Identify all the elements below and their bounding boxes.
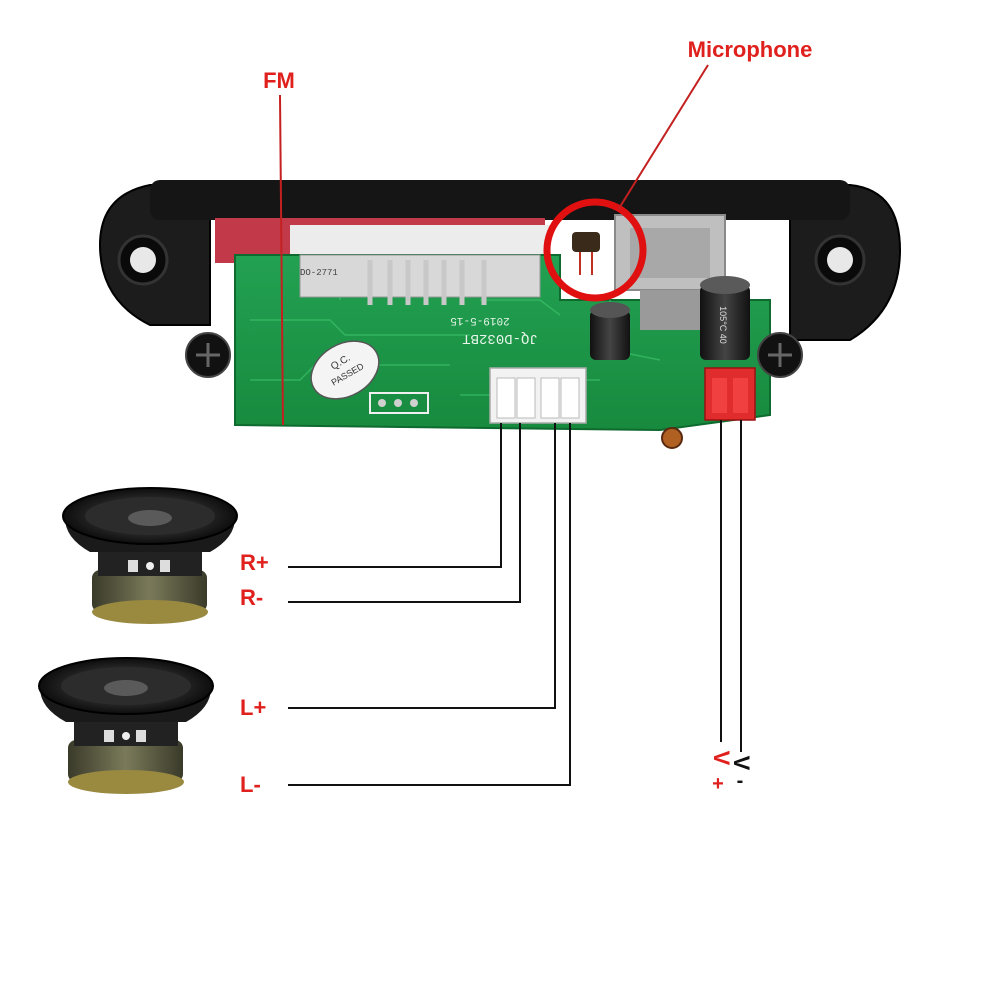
speaker-left-magnet bbox=[68, 740, 183, 782]
wire-r-plus bbox=[288, 423, 502, 568]
wire-l-plus bbox=[288, 423, 556, 709]
microphone-label: Microphone bbox=[688, 37, 813, 62]
chip-label: DO-2771 bbox=[300, 268, 338, 278]
v-plus-sign: + bbox=[712, 773, 724, 795]
model-code: JQ-D032BT bbox=[462, 330, 538, 346]
bezel-top-bar bbox=[150, 180, 850, 220]
microphone-component bbox=[572, 232, 600, 275]
speaker-left bbox=[38, 657, 214, 794]
speaker-right bbox=[62, 487, 238, 624]
capacitor-label: 105°C 40 bbox=[718, 306, 728, 344]
inductor bbox=[661, 427, 683, 449]
l-plus-label: L+ bbox=[240, 695, 266, 720]
microphone-pointer-line bbox=[617, 64, 709, 211]
r-plus-label: R+ bbox=[240, 550, 269, 575]
fm-label: FM bbox=[263, 68, 295, 93]
screw-left bbox=[185, 332, 231, 378]
qc-passed-sticker: Q.C. PASSED bbox=[310, 340, 380, 400]
capacitor-large: 105°C 40 bbox=[700, 276, 750, 360]
speaker-connector bbox=[489, 367, 587, 424]
wire-l-minus bbox=[288, 423, 571, 786]
three-pin-footprint bbox=[369, 392, 429, 414]
wires bbox=[288, 420, 742, 786]
microphone-highlight-circle bbox=[543, 198, 647, 302]
speaker-right-magnet bbox=[92, 570, 207, 612]
screw-right bbox=[757, 332, 803, 378]
wire-r-minus bbox=[288, 423, 521, 603]
capacitor-small bbox=[590, 302, 630, 360]
v-plus-label: V bbox=[709, 751, 734, 766]
header-pins bbox=[367, 260, 487, 305]
pin-header bbox=[299, 254, 541, 298]
v-minus-sign: - bbox=[737, 770, 744, 792]
mount-hole-right-inner bbox=[827, 247, 853, 273]
r-minus-label: R- bbox=[240, 585, 263, 610]
l-minus-label: L- bbox=[240, 772, 261, 797]
date-code: 2019-5-15 bbox=[450, 314, 509, 326]
bluetooth-mp3-module: DO-2771 2019-5-15 JQ-D032BT Q.C. PASSED bbox=[98, 180, 902, 449]
power-connector bbox=[704, 367, 756, 421]
v-minus-label: V bbox=[729, 756, 754, 771]
mount-hole-left-inner bbox=[130, 247, 156, 273]
fm-antenna-line bbox=[279, 94, 284, 426]
